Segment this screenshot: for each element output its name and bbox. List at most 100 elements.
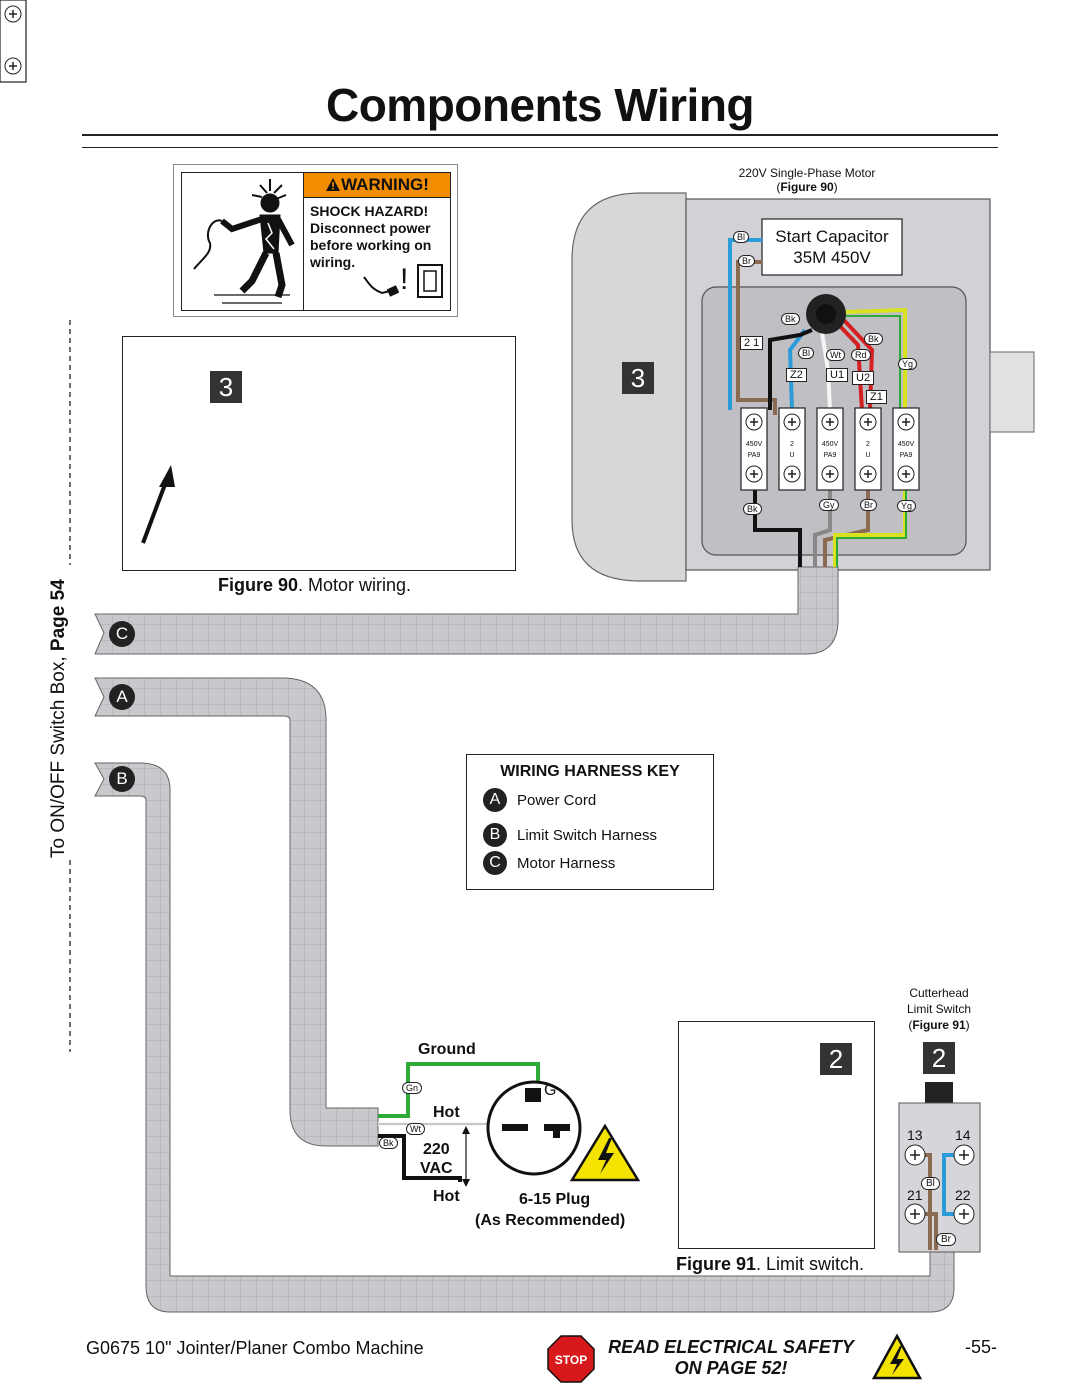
switch-box-reference: To ON/OFF Switch Box, Page 54 <box>48 579 70 858</box>
wire-tag-wt: Wt <box>826 349 845 361</box>
harness-b <box>94 762 955 1313</box>
wire-tag-bl2: Bl <box>798 347 815 359</box>
pointer-arrow-icon <box>141 465 175 544</box>
stop-sign-icon: STOP <box>547 1335 595 1383</box>
harness-b-label: B <box>109 766 135 792</box>
figure91-caption-label: Figure 91 <box>676 1254 757 1274</box>
wire-tag-u2: U2 <box>852 371 875 385</box>
motor-box-number: 3 <box>622 362 654 394</box>
limit-switch-label: Cutterhead Limit Switch (Figure 91) <box>906 986 971 1032</box>
warning-line1: SHOCK HAZARD! <box>310 203 429 219</box>
footer-hazard-icon <box>872 1334 922 1380</box>
terminal-21-label: 21 <box>907 1187 923 1203</box>
wire-tag-bk2: Bk <box>864 333 883 345</box>
motor-label: 220V Single-Phase Motor (Figure 90) <box>717 166 897 194</box>
capacitor-line2: 35M 450V <box>793 248 871 267</box>
figure91-caption-text: . Limit switch. <box>756 1254 865 1274</box>
key-title: WIRING HARNESS KEY <box>500 763 680 780</box>
wire-tag-out-br: Br <box>860 499 877 511</box>
switch-tag-br: Br <box>936 1233 956 1246</box>
warning-triangle-icon <box>326 178 341 191</box>
wire-tag-bl: Bl <box>733 231 750 243</box>
title-rule-thin <box>82 147 998 148</box>
stop-sign-text: STOP <box>555 1353 587 1367</box>
figure91-box-number: 2 <box>820 1043 852 1075</box>
switch-tag-bl: Bl <box>921 1177 940 1190</box>
start-capacitor <box>761 218 903 276</box>
wire-tag-out-gy: Gy <box>819 499 839 511</box>
wire-tag-z2: Z2 <box>786 368 807 382</box>
warning-header: WARNING! <box>304 173 450 198</box>
plug-hot-label-2: Hot <box>433 1188 460 1205</box>
plug-ground-label: Ground <box>418 1041 476 1058</box>
shock-figure-icon <box>182 173 304 310</box>
motor-label-ref: Figure 90 <box>780 180 834 194</box>
unplug-icon: ! <box>363 263 443 298</box>
harness-a <box>94 677 379 1147</box>
terminal-13-label: 13 <box>907 1127 923 1143</box>
motor-shaft-housing <box>989 351 1035 433</box>
plug-type-label: 6-15 Plug <box>519 1191 591 1208</box>
hot-blade-left <box>502 1124 528 1131</box>
capacitor-label: Start Capacitor 35M 450V <box>762 226 902 268</box>
terminal-strip <box>0 0 27 83</box>
terminal-22-label: 22 <box>955 1187 971 1203</box>
footer-safety-notice: READ ELECTRICAL SAFETY ON PAGE 52! <box>596 1337 866 1379</box>
safety-line1: READ ELECTRICAL SAFETY <box>608 1337 854 1357</box>
plug-recommended-label: (As Recommended) <box>475 1212 626 1229</box>
title-rule <box>82 134 998 136</box>
warning-line2: Disconnect power before working on wirin… <box>310 220 432 270</box>
harness-a-label: A <box>109 684 135 710</box>
switch-plunger <box>925 1082 953 1104</box>
limit-switch-box-number: 2 <box>923 1042 955 1074</box>
wire-tag-yg: Yg <box>898 358 918 370</box>
wire-tag-bk: Bk <box>781 313 800 325</box>
figure90-caption-label: Figure 90 <box>218 575 299 595</box>
limit-switch-body <box>898 1102 981 1253</box>
ground-pin <box>525 1088 541 1102</box>
harness-c <box>94 566 839 655</box>
wire-tag-out-bk: Bk <box>743 503 762 515</box>
page-number: -55- <box>965 1337 998 1357</box>
plug-g-label: G <box>544 1082 557 1099</box>
wire-tag-out-yg: Yg <box>897 500 917 512</box>
switch-box-text: To ON/OFF Switch Box, <box>48 651 69 858</box>
svg-text:!: ! <box>400 263 408 296</box>
switch-terminals <box>904 1144 975 1225</box>
wire-tag-rd: Rd <box>851 349 871 361</box>
electrical-hazard-icon <box>569 1123 641 1182</box>
motor-label-line1: 220V Single-Phase Motor <box>738 166 876 180</box>
plug-tag-wt: Wt <box>406 1123 425 1135</box>
footer-model: G0675 10" Jointer/Planer Combo Machine <box>86 1338 424 1358</box>
plug-tag-gn: Gn <box>402 1082 423 1094</box>
switch-box-page: Page 54 <box>48 579 69 652</box>
figure90-caption-text: . Motor wiring. <box>298 575 412 595</box>
wire-tag-br: Br <box>738 255 755 267</box>
figure91-photo-frame: 2 <box>678 1021 875 1249</box>
terminal-14-label: 14 <box>955 1127 971 1143</box>
wire-tag-z1: Z1 <box>866 390 887 404</box>
plug-face <box>486 1080 582 1176</box>
warning-header-text: WARNING! <box>341 175 429 194</box>
warning-label: WARNING! SHOCK HAZARD! Disconnect power … <box>173 164 458 317</box>
wire-tag-u1: U1 <box>826 368 849 382</box>
safety-line2: ON PAGE 52! <box>674 1358 788 1378</box>
figure90-box-number: 3 <box>210 371 242 403</box>
harness-c-label: C <box>109 621 135 647</box>
figure90-photo-frame: 3 <box>122 336 516 571</box>
figure90-caption: Figure 90. Motor wiring. <box>218 575 411 596</box>
plug-wires <box>378 1062 540 1182</box>
plug-hot-label-1: Hot <box>433 1104 460 1121</box>
page-title: Components Wiring <box>325 79 755 131</box>
plug-tag-bk: Bk <box>379 1137 398 1149</box>
